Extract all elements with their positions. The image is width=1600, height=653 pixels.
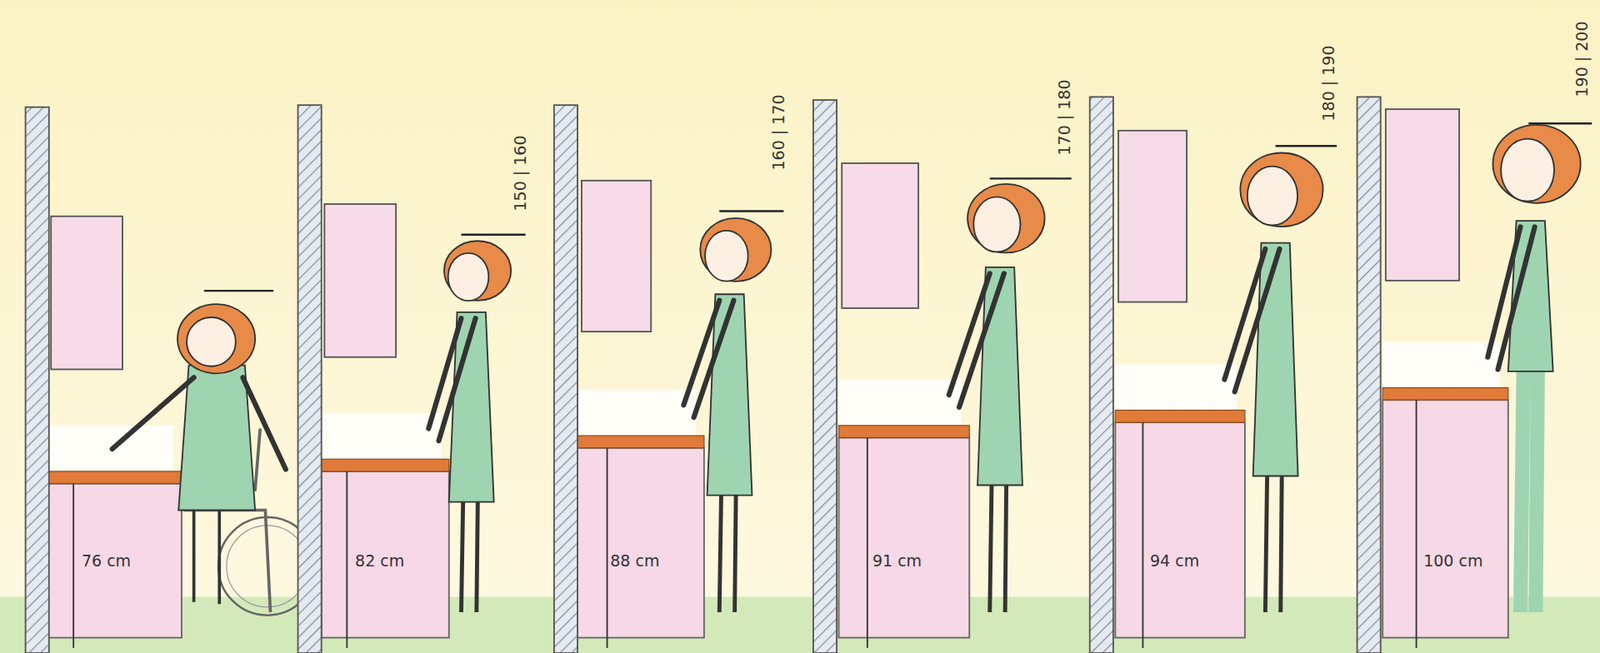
counter-surface — [839, 380, 962, 426]
counter-top — [839, 425, 970, 439]
counter-surface — [1115, 364, 1237, 410]
person-hair — [1240, 152, 1323, 227]
counter-height-label: 100 cm — [1423, 553, 1483, 570]
counter-base — [577, 448, 705, 639]
counter-top — [321, 459, 450, 472]
person-height-label: 160 | 170 — [770, 95, 787, 171]
person-hair — [1492, 125, 1580, 204]
person-body — [178, 365, 255, 511]
person-hair — [177, 304, 255, 374]
upper-cabinet — [841, 163, 919, 309]
counter-base — [1115, 422, 1245, 638]
counter-height-label: 82 cm — [355, 553, 405, 570]
person-legs — [1520, 371, 1538, 613]
upper-cabinet — [1118, 130, 1187, 303]
person-head — [1500, 139, 1555, 202]
person-arm — [242, 377, 285, 470]
person-arms — [683, 300, 734, 418]
upper-cabinet — [324, 204, 396, 358]
person-height-label: 170 | 180 — [1056, 79, 1073, 155]
dimension-line — [345, 471, 348, 649]
counter-height-label: 91 cm — [872, 553, 922, 570]
person-arms — [1224, 249, 1280, 393]
upper-cabinet — [581, 180, 651, 332]
person-body — [977, 267, 1023, 486]
upper-cabinet — [1385, 109, 1460, 281]
counter-top — [1115, 410, 1245, 423]
person-head — [1247, 166, 1298, 226]
counter-top — [1382, 388, 1509, 401]
dimension-line — [606, 448, 609, 649]
counter-height-label: 88 cm — [610, 553, 660, 570]
upper-cabinet — [50, 216, 123, 370]
person-head — [448, 253, 490, 301]
person-hair — [967, 184, 1045, 254]
person-head — [973, 196, 1020, 252]
counter-surface — [321, 413, 441, 460]
dimension-line — [1415, 400, 1418, 649]
counter-base — [1382, 400, 1509, 638]
counter-top — [577, 435, 705, 449]
wall — [554, 105, 578, 653]
counter-surface — [577, 390, 696, 436]
person-height-label: 180 | 190 — [1320, 45, 1337, 122]
counter-base — [321, 471, 450, 639]
wall — [1357, 96, 1381, 653]
person-head — [705, 230, 749, 282]
wall — [25, 107, 50, 653]
counter-surface — [1382, 341, 1500, 388]
person-height-label: 150 | 160 — [512, 135, 529, 212]
wall — [298, 105, 322, 653]
dimension-line — [866, 438, 869, 649]
head-height-line — [1275, 145, 1337, 147]
wall — [1090, 96, 1114, 653]
head-height-line — [204, 290, 274, 292]
dimension-line — [72, 484, 75, 649]
person-hair — [700, 218, 771, 282]
counter-base — [48, 484, 182, 639]
person-arms — [949, 273, 1005, 407]
dimension-line — [1142, 422, 1145, 649]
head-height-line — [719, 210, 784, 212]
counter-height-label: 76 cm — [81, 553, 131, 570]
person-arms — [428, 318, 475, 441]
counter-base — [839, 438, 970, 639]
head-height-line — [460, 234, 525, 236]
person-height-label: 190 | 200 — [1573, 21, 1590, 98]
person-body — [1253, 243, 1299, 477]
counter-top — [48, 471, 182, 485]
person-hair — [444, 240, 511, 301]
counter-height-label: 94 cm — [1150, 553, 1200, 570]
person-head — [186, 317, 236, 367]
person-arms — [1487, 226, 1535, 370]
head-height-line — [990, 177, 1072, 180]
person-arm — [112, 377, 195, 450]
wall — [813, 100, 837, 653]
